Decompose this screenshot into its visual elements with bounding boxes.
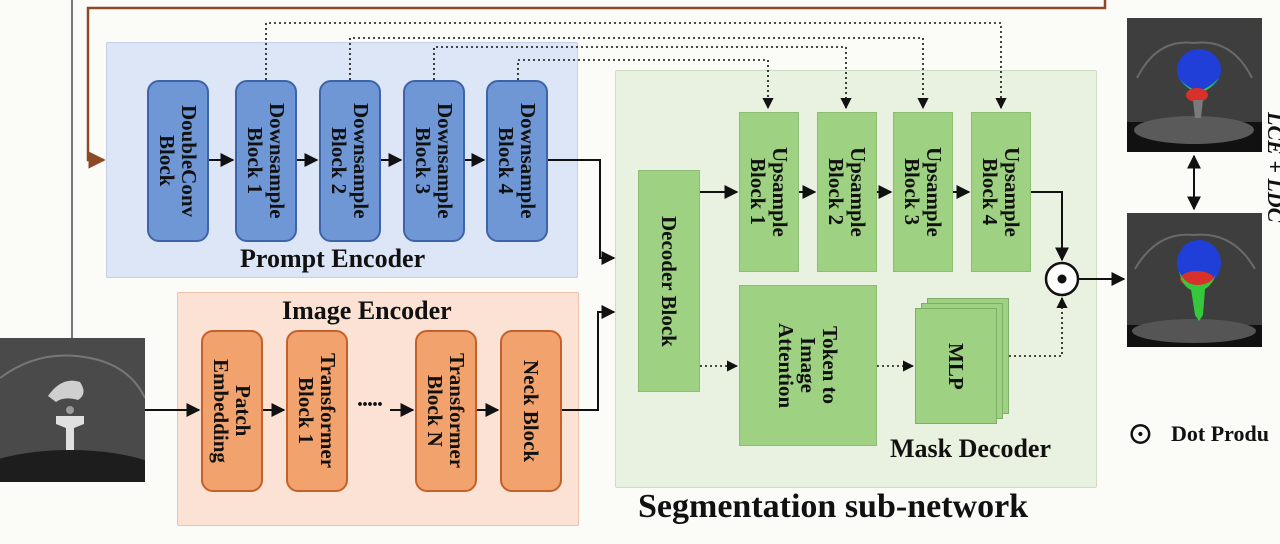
transformer-ellipsis: ·····: [356, 392, 384, 418]
patch-embedding-label: Patch Embedding: [209, 359, 256, 463]
transformer-block-n: Transformer Block N: [415, 330, 477, 492]
upsample-block-3-label: Upsample Block 3: [900, 147, 947, 237]
downsample-block-4-label: Downsample Block 4: [494, 103, 541, 219]
token-to-image-attention-label: Token to Image Attention: [773, 322, 843, 409]
upsample-block-1: Upsample Block 1: [739, 112, 799, 272]
predicted-mask-image: [1127, 213, 1262, 347]
downsample-block-1-label: Downsample Block 1: [243, 103, 290, 219]
downsample-block-1: Downsample Block 1: [235, 80, 297, 242]
segmentation-subnetwork-title: Segmentation sub-network: [638, 488, 1029, 525]
neck-block-label: Neck Block: [519, 359, 544, 463]
dot-product-legend-icon: ⊙: [1127, 415, 1154, 451]
mask-decoder-title: Mask Decoder: [890, 434, 1052, 463]
image-encoder-title: Image Encoder: [282, 296, 452, 325]
mlp-block: MLP: [915, 308, 997, 424]
feedback-line: [86, 0, 1107, 169]
transformer-block-1-label: Transformer Block 1: [294, 353, 341, 469]
downsample-block-3: Downsample Block 3: [403, 80, 465, 242]
transformer-block-1: Transformer Block 1: [286, 330, 348, 492]
upsample-block-4-label: Upsample Block 4: [978, 147, 1025, 237]
downsample-block-3-label: Downsample Block 3: [411, 103, 458, 219]
ground-truth-mask-image: [1127, 18, 1262, 152]
token-to-image-attention-block: Token to Image Attention: [739, 285, 877, 446]
patch-embedding-block: Patch Embedding: [201, 330, 263, 492]
upsample-block-1-label: Upsample Block 1: [746, 147, 793, 237]
transformer-block-n-label: Transformer Block N: [423, 353, 470, 469]
downsample-block-2-label: Downsample Block 2: [327, 103, 374, 219]
loss-label: LCE + LDC: [1263, 112, 1280, 223]
upsample-block-3: Upsample Block 3: [893, 112, 953, 272]
dot-product-legend-text: Dot Produ: [1171, 421, 1269, 446]
decoder-block: Decoder Block: [638, 170, 700, 392]
decoder-block-label: Decoder Block: [657, 215, 682, 347]
doubleconv-block-label: DoubleConv Block: [155, 104, 202, 218]
prompt-encoder-title: Prompt Encoder: [240, 244, 426, 273]
neck-block: Neck Block: [500, 330, 562, 492]
upsample-block-4: Upsample Block 4: [971, 112, 1031, 272]
input-ct-image: [0, 338, 145, 482]
upsample-block-2: Upsample Block 2: [817, 112, 877, 272]
downsample-block-4: Downsample Block 4: [486, 80, 548, 242]
downsample-block-2: Downsample Block 2: [319, 80, 381, 242]
mlp-label: MLP: [944, 342, 969, 390]
doubleconv-block: DoubleConv Block: [147, 80, 209, 242]
upsample-block-2-label: Upsample Block 2: [824, 147, 871, 237]
